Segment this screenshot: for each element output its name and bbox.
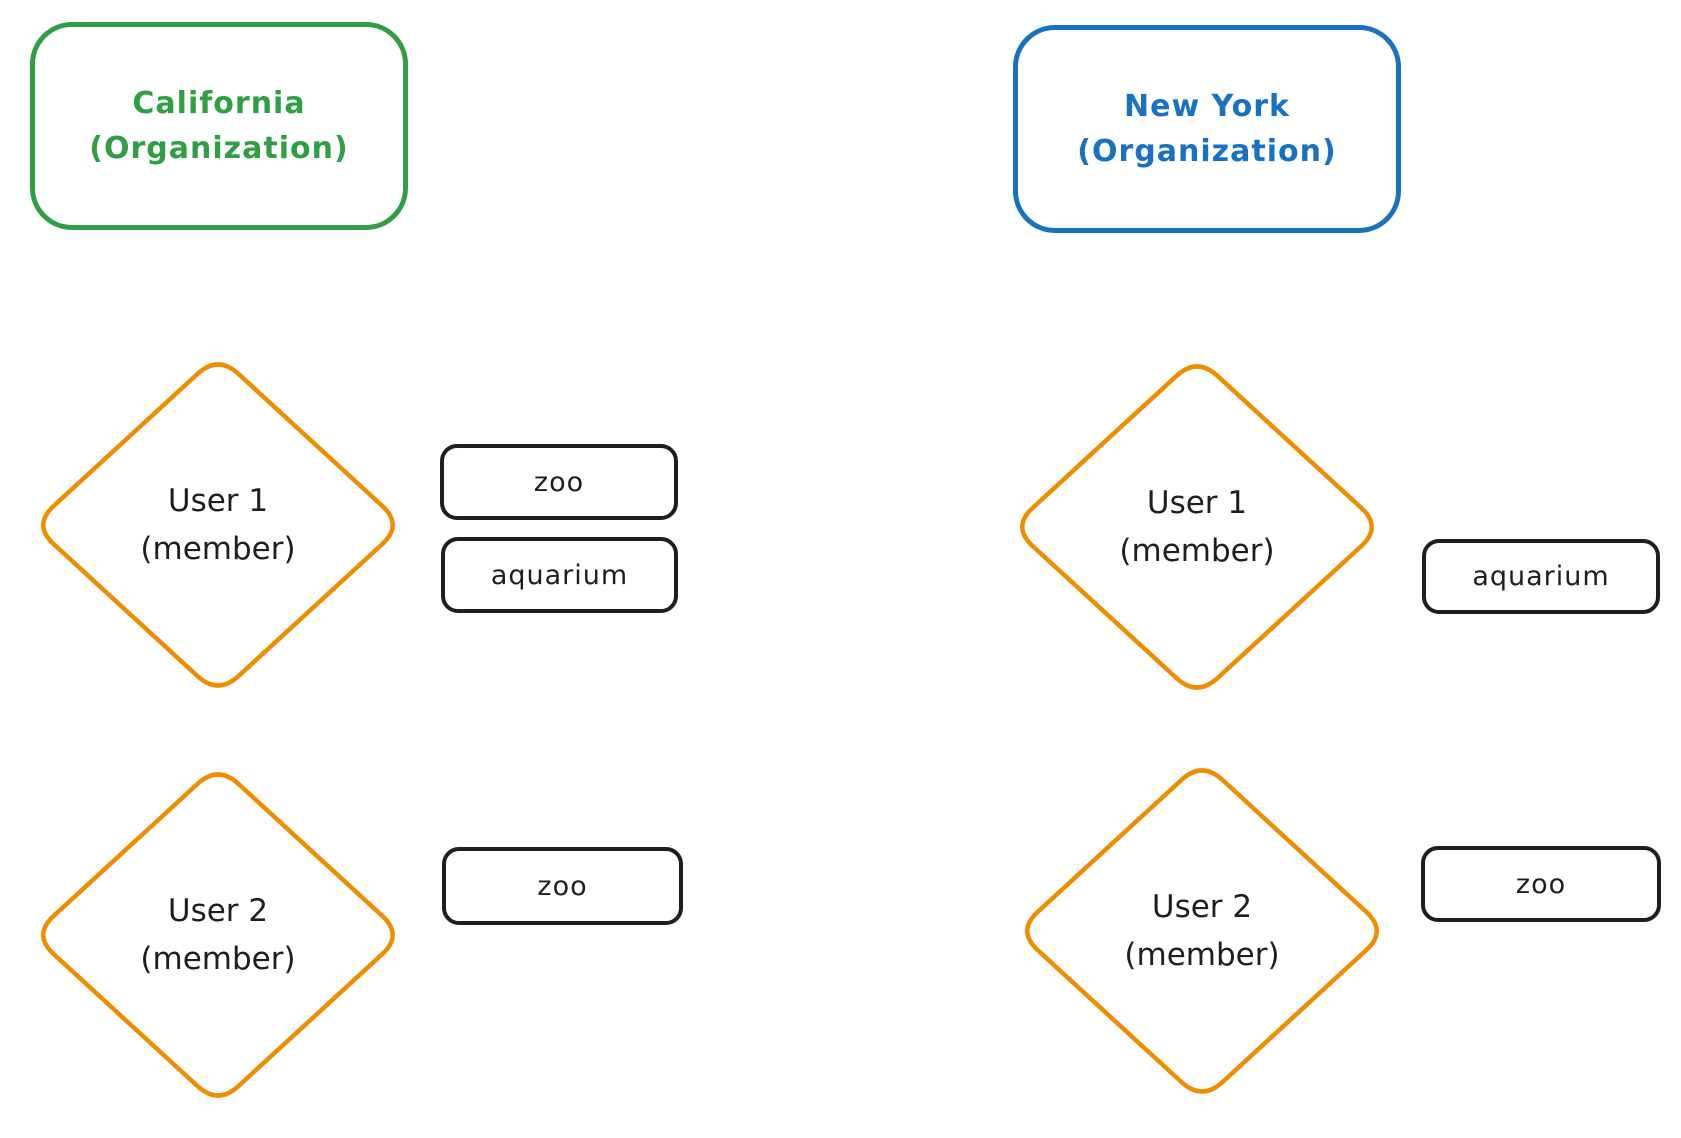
diamond-outline-icon — [41, 362, 395, 688]
diamond-outline-icon — [41, 772, 395, 1098]
tag-zoo-new-york-user-2[interactable]: zoo — [1421, 846, 1661, 922]
user-diamond-new-york-user-1[interactable]: User 1 (member) — [1007, 352, 1387, 702]
user-diamond-new-york-user-2[interactable]: User 2 (member) — [1012, 756, 1392, 1106]
tag-zoo-california-user-1[interactable]: zoo — [440, 444, 678, 520]
tag-label: zoo — [537, 870, 588, 902]
user-role-label: (member) — [1119, 533, 1275, 569]
tag-aquarium-new-york-user-1[interactable]: aquarium — [1422, 539, 1660, 614]
user-name-label: User 1 — [1146, 485, 1248, 521]
user-diamond-california-user-1[interactable]: User 1 (member) — [28, 350, 408, 700]
tag-label: zoo — [533, 466, 585, 498]
tag-aquarium-california-user-1[interactable]: aquarium — [441, 537, 678, 613]
org-qualifier-label: (Organization) — [89, 131, 349, 166]
org-name-label: New York — [1124, 89, 1290, 124]
user-role-label: (member) — [140, 531, 296, 567]
org-qualifier-label: (Organization) — [1077, 134, 1337, 169]
user-name-label: User 2 — [1151, 889, 1253, 925]
diamond-outline-icon — [1025, 768, 1379, 1094]
user-diamond-california-user-2[interactable]: User 2 (member) — [28, 760, 408, 1110]
tag-label: aquarium — [1472, 561, 1610, 592]
diamond-outline-icon — [1020, 364, 1374, 690]
tag-label: zoo — [1515, 868, 1567, 900]
org-box-new-york[interactable]: New York (Organization) — [1013, 25, 1401, 233]
org-name-label: California — [132, 86, 306, 121]
tag-label: aquarium — [490, 559, 629, 591]
org-box-california[interactable]: California (Organization) — [30, 22, 408, 230]
user-role-label: (member) — [140, 941, 296, 977]
user-name-label: User 2 — [167, 893, 269, 929]
tag-zoo-california-user-2[interactable]: zoo — [442, 847, 683, 925]
user-role-label: (member) — [1124, 937, 1280, 973]
user-name-label: User 1 — [167, 483, 269, 519]
